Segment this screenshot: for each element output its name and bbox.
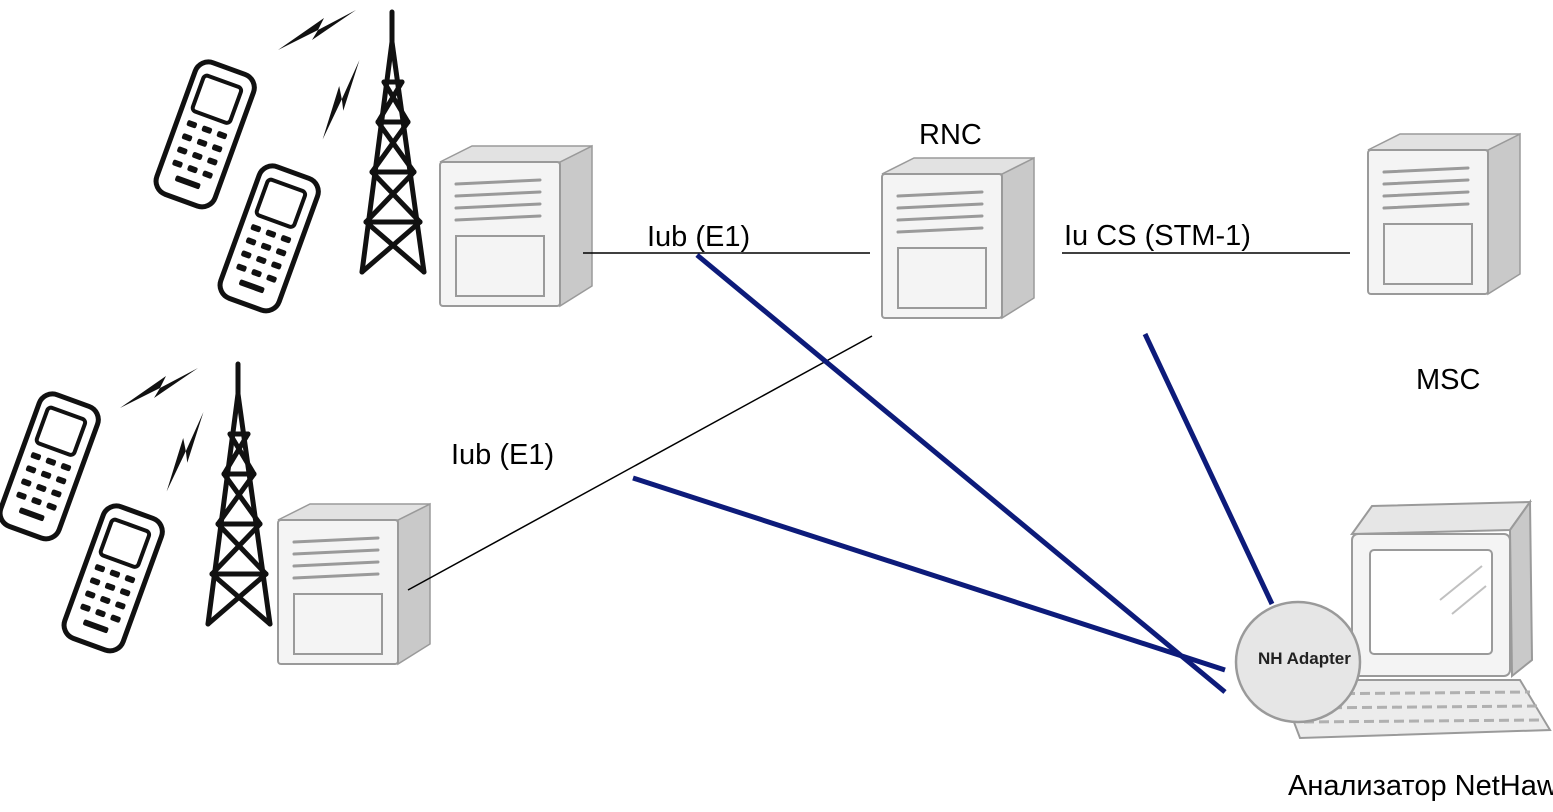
radio-signal-icon [298, 59, 385, 140]
iub-bottom-label: Iub (E1) [451, 439, 555, 471]
msc-label: MSC [1416, 364, 1481, 396]
nh-adapter-badge [1234, 600, 1362, 724]
iub-top-label: Iub (E1) [647, 221, 751, 253]
radio-tower-icon [208, 364, 270, 624]
radio-signal-icon [142, 411, 229, 492]
mobile-group-top [152, 10, 424, 315]
radio-tower-icon [362, 12, 424, 272]
analyzer-label: Анализатор NetHawk [1288, 770, 1553, 802]
nodeb-bottom-server-icon [276, 502, 432, 666]
radio-signal-icon [120, 368, 198, 408]
iub-bottom-link [407, 335, 873, 591]
mobile-group-bottom [0, 364, 270, 655]
handset-icon [0, 390, 102, 543]
computer-icon [1276, 498, 1552, 740]
handset-icon [216, 162, 322, 315]
handset-icon [60, 502, 166, 655]
iucs-label: Iu CS (STM-1) [1064, 220, 1251, 252]
monitor-tap-iub-bottom [632, 475, 1226, 673]
monitor-tap-iucs [1142, 332, 1275, 606]
msc-server-icon [1366, 132, 1522, 296]
nodeb-top-server-icon [438, 144, 594, 308]
radio-signal-icon [278, 10, 356, 50]
rnc-label: RNC [919, 119, 982, 151]
nh-adapter-label: NH Adapter [1258, 649, 1351, 668]
monitor-tap-iub-top [695, 253, 1227, 694]
handset-icon [152, 58, 258, 211]
rnc-server-icon [880, 156, 1036, 320]
